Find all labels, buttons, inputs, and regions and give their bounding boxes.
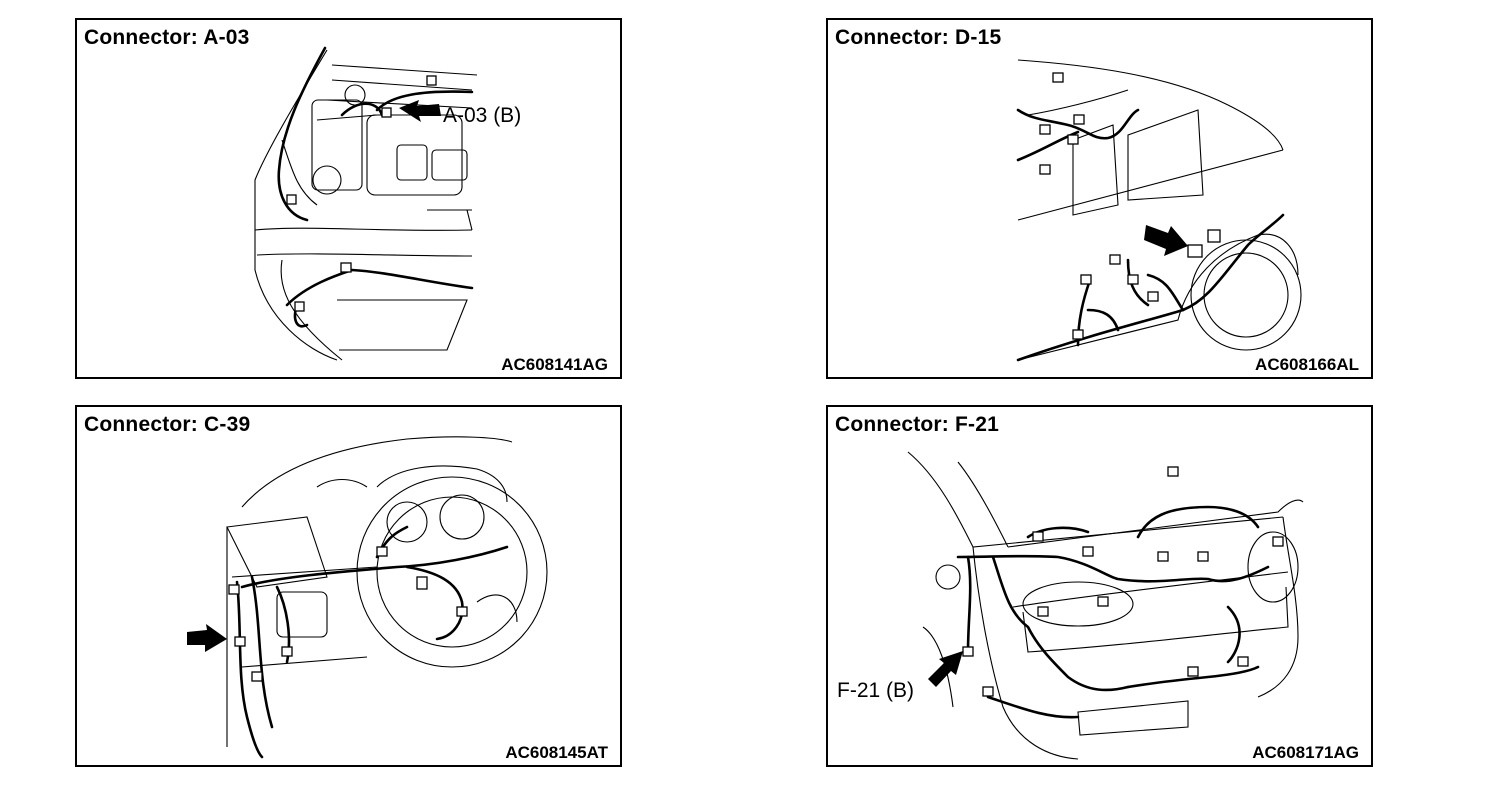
figure-code: AC608166AL	[1255, 355, 1359, 374]
panel-connector-c39: Connector: C-39 AC608145AT	[75, 405, 622, 767]
locator-arrow-icon	[928, 651, 963, 687]
figure-code: AC608145AT	[505, 743, 608, 762]
connector-callout-label: A-03 (B)	[443, 104, 522, 127]
panel-connector-f21: Connector: F-21 F-21 (B) AC608171AG	[826, 405, 1373, 767]
figure-code: AC608141AG	[501, 355, 608, 374]
panel-title: Connector: F-21	[835, 413, 1000, 436]
dashboard-illustration	[187, 436, 548, 759]
panel-connector-d15: Connector: D-15 AC608166AL	[826, 18, 1373, 379]
trunk-illustration	[907, 451, 1304, 760]
connector-callout-label: F-21 (B)	[837, 679, 915, 702]
panel-title: Connector: A-03	[84, 26, 250, 49]
locator-arrow-icon	[399, 100, 441, 122]
rear-quarter-illustration	[1016, 59, 1302, 362]
panel-title: Connector: D-15	[835, 26, 1002, 49]
engine-bay-illustration	[254, 46, 478, 361]
locator-arrow-icon	[1144, 225, 1188, 256]
panel-title: Connector: C-39	[84, 413, 251, 436]
figure-code: AC608171AG	[1252, 743, 1359, 762]
locator-arrow-icon	[187, 624, 227, 652]
panel-connector-a03: Connector: A-03 A-03 (B) AC608141AG	[75, 18, 622, 379]
